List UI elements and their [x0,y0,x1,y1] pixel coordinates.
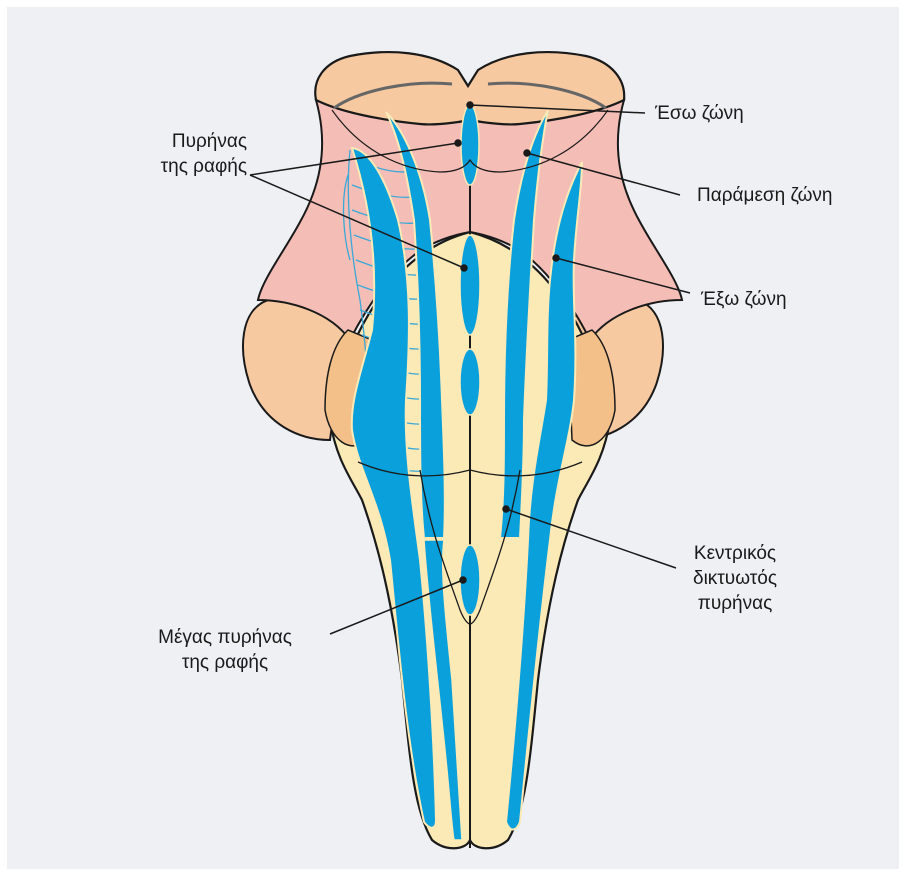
figure-panel: Έσω ζώνη Παράμεση ζώνη Έξω ζώνη Πυρήνας … [7,7,899,869]
label-central-reticular-nucleus: Κεντρικός δικτυωτός πυρήνας [675,541,795,616]
raphe-nucleus-middle [460,349,480,415]
label-inner-zone: Έσω ζώνη [655,101,744,126]
label-great-raphe-nucleus: Μέγας πυρήνας της ραφής [125,625,325,675]
label-raphe-nuclei: Πυρήνας της ραφής [117,129,247,179]
inner-zone-nucleus [461,105,479,185]
label-paramedian-zone: Παράμεση ζώνη [697,183,833,208]
label-outer-zone: Έξω ζώνη [701,287,787,312]
raphe-nucleus-upper [460,235,480,335]
